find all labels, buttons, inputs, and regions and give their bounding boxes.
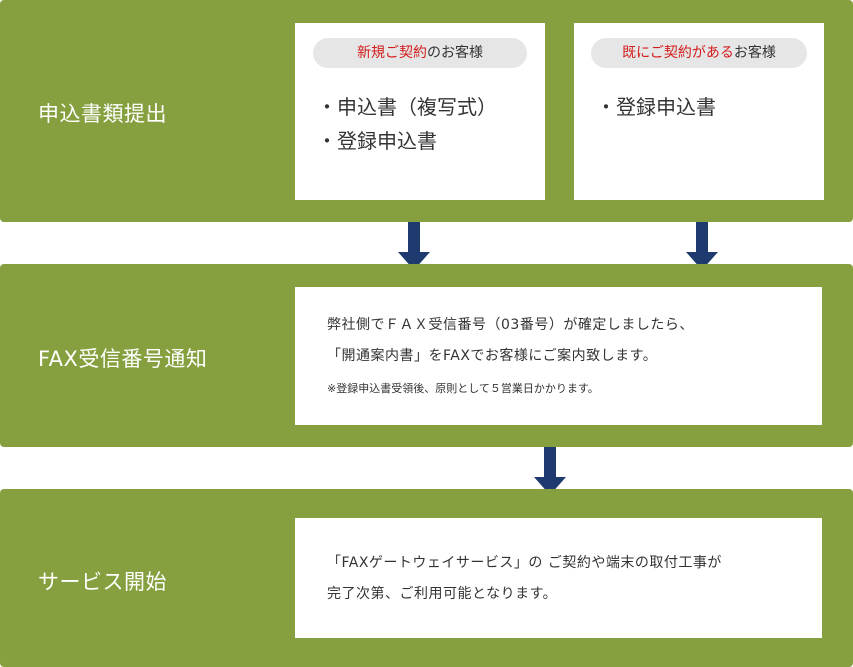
new-customer-pill: 新規ご契約のお客様: [313, 38, 527, 68]
existing-customer-pill-highlight: 既にご契約がある: [622, 45, 734, 61]
step-application-label: 申込書類提出: [38, 102, 167, 126]
list-item: 申込書（複写式）: [317, 90, 497, 124]
down-arrow-icon: [398, 222, 430, 270]
step-application-band: 申込書類提出 新規ご契約のお客様 申込書（複写式） 登録申込書 既にご契約がある…: [0, 0, 853, 222]
new-customer-pill-rest: のお客様: [427, 45, 483, 61]
step-fax-number-band: FAX受信番号通知 弊社側でＦＡＸ受信番号（03番号）が確定しましたら、 「開通…: [0, 264, 853, 447]
down-arrow-icon: [534, 447, 566, 495]
step-service-start-band: サービス開始 「FAXゲートウェイサービス」の ご契約や端末の取付工事が 完了次…: [0, 489, 853, 667]
step-service-start-label: サービス開始: [38, 570, 167, 594]
existing-customer-document-list: 登録申込書: [596, 90, 716, 124]
service-start-info-box: 「FAXゲートウェイサービス」の ご契約や端末の取付工事が 完了次第、ご利用可能…: [295, 518, 822, 638]
fax-number-note: ※登録申込書受領後、原則として５営業日かかります。: [327, 382, 599, 395]
down-arrow-icon: [686, 222, 718, 270]
new-customer-box: 新規ご契約のお客様 申込書（複写式） 登録申込書: [295, 23, 545, 200]
existing-customer-box: 既にご契約があるお客様 登録申込書: [574, 23, 824, 200]
fax-number-text-line-2: 「開通案内書」をFAXでお客様にご案内致します。: [327, 348, 658, 364]
list-item: 登録申込書: [596, 90, 716, 124]
existing-customer-pill-rest: お客様: [733, 45, 776, 61]
service-start-text-line-2: 完了次第、ご利用可能となります。: [327, 586, 558, 602]
existing-customer-pill: 既にご契約があるお客様: [591, 38, 807, 68]
new-customer-document-list: 申込書（複写式） 登録申込書: [317, 90, 497, 158]
fax-number-text-line-1: 弊社側でＦＡＸ受信番号（03番号）が確定しましたら、: [327, 317, 694, 333]
service-start-text-line-1: 「FAXゲートウェイサービス」の ご契約や端末の取付工事が: [327, 555, 722, 571]
list-item: 登録申込書: [317, 124, 497, 158]
fax-number-info-box: 弊社側でＦＡＸ受信番号（03番号）が確定しましたら、 「開通案内書」をFAXでお…: [295, 287, 822, 425]
step-fax-number-label: FAX受信番号通知: [38, 347, 208, 371]
new-customer-pill-highlight: 新規ご契約: [357, 45, 427, 61]
